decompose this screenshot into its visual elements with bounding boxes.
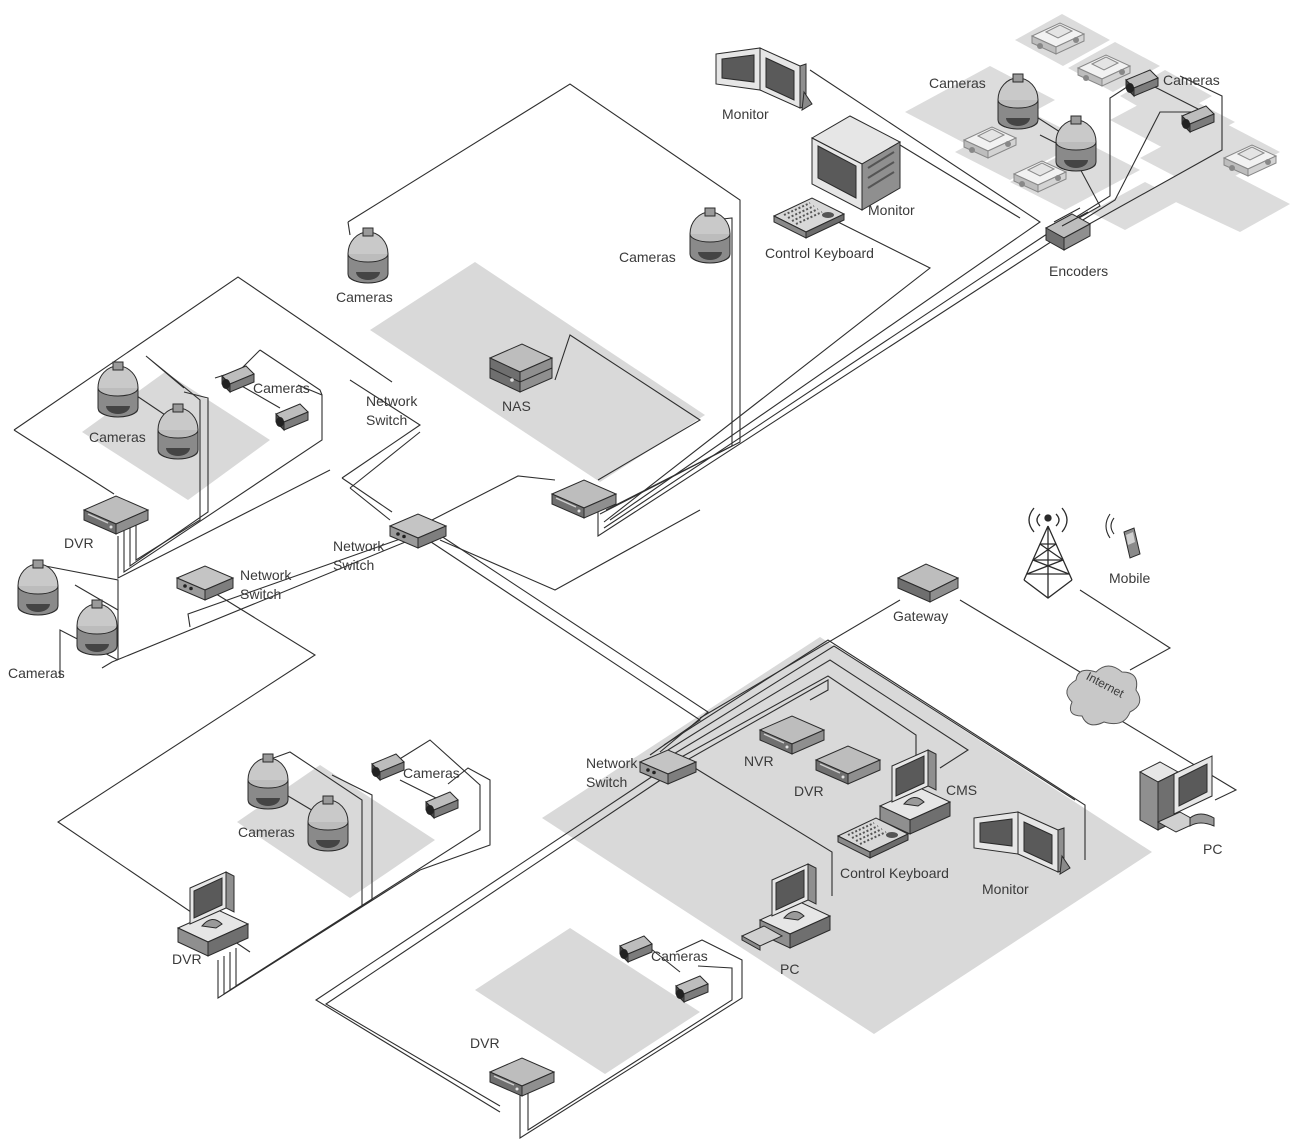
control-keyboard-bottom-label: Control Keyboard (840, 865, 949, 881)
cameras-far-left-label: Cameras (8, 665, 65, 681)
mobile-label: Mobile (1109, 570, 1150, 586)
parking-lot-area (905, 14, 1290, 232)
network-switch-left-label-line2: Switch (240, 586, 281, 602)
monitor-top-left-label: Monitor (722, 106, 769, 122)
cameras-bottom-label: Cameras (651, 948, 708, 964)
cameras-left-bullet-label: Cameras (253, 380, 310, 396)
dvr-upper-label: DVR (64, 535, 94, 551)
monitor-bottom-label: Monitor (982, 881, 1029, 897)
network-switch-center-label-line2: Switch (333, 557, 374, 573)
dome-camera-icon (18, 560, 58, 615)
network-switch-center-icon (390, 514, 446, 548)
dome-camera-icon (348, 228, 388, 283)
monitor-cabinet-icon (812, 116, 900, 210)
network-switch-center-label-line1: Network (333, 538, 385, 554)
dvr-bottom-icon (490, 1058, 554, 1096)
nvr-label: NVR (744, 753, 774, 769)
recorder-icon (552, 480, 616, 518)
monitor-top-right-label: Monitor (868, 202, 915, 218)
gateway-label: Gateway (893, 608, 948, 624)
gateway-icon (898, 564, 958, 602)
mobile-phone-icon (1106, 514, 1140, 558)
pc-right-label: PC (1203, 841, 1222, 857)
cameras-nas-right-label: Cameras (619, 249, 676, 265)
nas-label: NAS (502, 398, 531, 414)
dome-camera-icon (248, 754, 288, 809)
dvr-center-label: DVR (794, 783, 824, 799)
pc-right-icon (1140, 756, 1214, 832)
control-keyboard-top-label: Control Keyboard (765, 245, 874, 261)
dome-camera-icon (77, 600, 117, 655)
network-switch-left-label-line1: Network (240, 567, 292, 583)
network-switch-top-label-line2: Switch (366, 412, 407, 428)
cms-label: CMS (946, 782, 977, 798)
encoders-icon (1046, 208, 1090, 250)
dome-camera-icon (98, 362, 138, 417)
cameras-nas-left-label: Cameras (336, 289, 393, 305)
pc-center-label: PC (780, 961, 799, 977)
dome-camera-icon (690, 208, 730, 263)
cameras-left-pair-label: Cameras (89, 429, 146, 445)
dvr-bottom-label: DVR (470, 1035, 500, 1051)
cameras-lower-bullet-label: Cameras (403, 765, 460, 781)
bullet-camera-icon (372, 754, 404, 780)
dome-camera-icon (1056, 116, 1096, 171)
network-switch-top-label-line1: Network (366, 393, 418, 409)
cell-tower-icon (1024, 508, 1072, 598)
cameras-lower-pair-label: Cameras (238, 824, 295, 840)
network-switch-bottom-label-line2: Switch (586, 774, 627, 790)
network-switch-left-icon (177, 566, 233, 600)
bullet-camera-icon (676, 976, 708, 1002)
network-switch-bottom-label-line1: Network (586, 755, 638, 771)
control-keyboard-top-icon (774, 198, 844, 238)
cloud-icon (1067, 666, 1140, 725)
encoders-label: Encoders (1049, 263, 1108, 279)
bullet-camera-icon (276, 404, 308, 430)
bullet-camera-icon (620, 936, 652, 962)
dvr-upper-icon (84, 496, 148, 534)
dvr-lower-label: DVR (172, 951, 202, 967)
cameras-parking-left-label: Cameras (929, 75, 986, 91)
wall-monitor-top-icon (716, 48, 812, 110)
cameras-parking-right-label: Cameras (1163, 72, 1220, 88)
bullet-camera-icon (222, 366, 254, 392)
